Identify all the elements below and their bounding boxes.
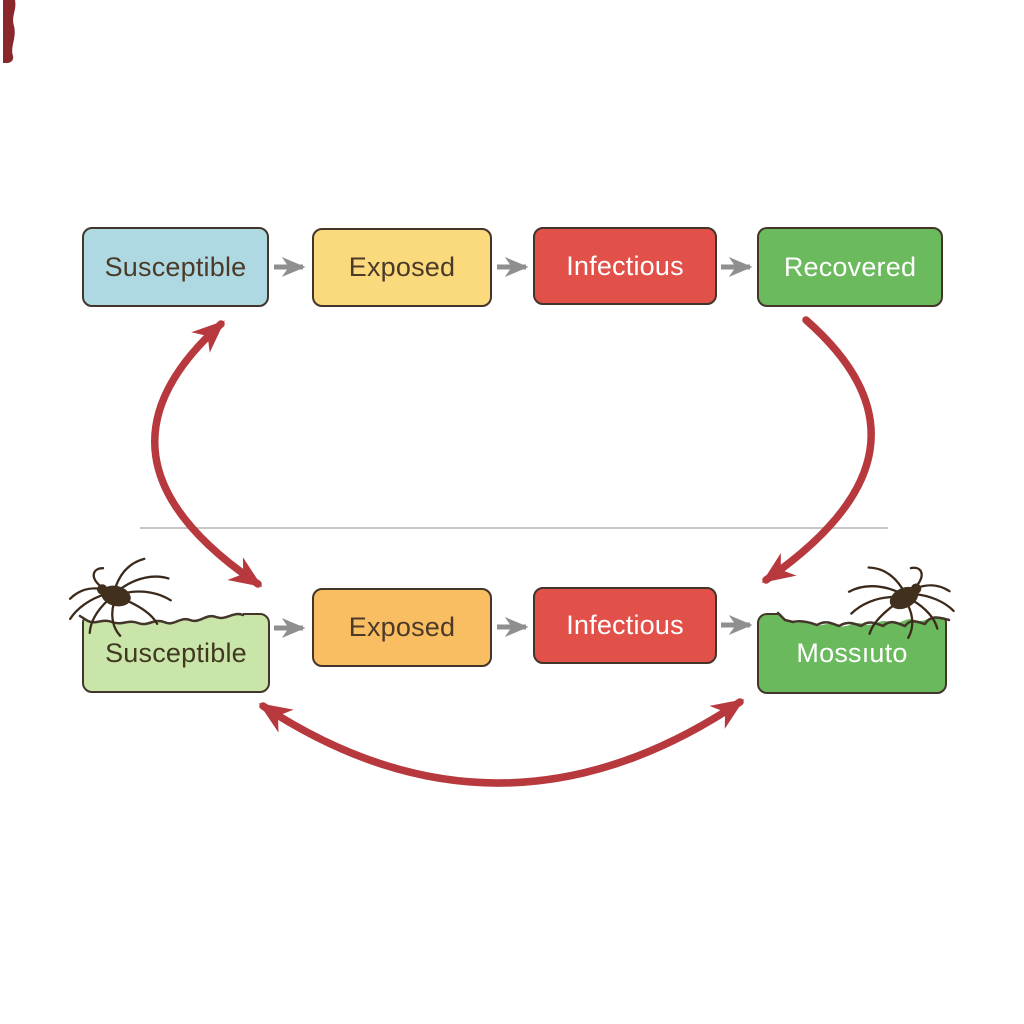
box-label: Infectious xyxy=(566,610,684,640)
box-mossiuto-bottom: Mossıuto xyxy=(757,613,947,694)
box-label: Exposed xyxy=(348,612,456,642)
box-label: Susceptible xyxy=(105,637,247,668)
transmission-arrow-icon xyxy=(150,320,263,588)
transmission-arrow-icon xyxy=(258,698,745,787)
box-susceptible-bottom: Susceptible xyxy=(82,613,270,693)
box-susceptible-top: Susceptible xyxy=(82,227,269,307)
box-label: Exposed xyxy=(348,252,456,282)
transmission-arrow-icon xyxy=(761,316,875,584)
box-recovered-top: Recovered xyxy=(757,227,943,307)
box-exposed-bottom: Exposed xyxy=(312,588,492,667)
box-label: Recovered xyxy=(783,251,917,282)
box-infectious-bottom: Infectious xyxy=(533,587,717,664)
box-label: Susceptible xyxy=(104,251,247,282)
corner-smudge xyxy=(3,0,16,63)
box-exposed-top: Exposed xyxy=(312,228,492,307)
box-label: Infectious xyxy=(566,250,684,281)
box-infectious-top: Infectious xyxy=(533,227,717,305)
box-label: Mossıuto xyxy=(796,638,908,668)
